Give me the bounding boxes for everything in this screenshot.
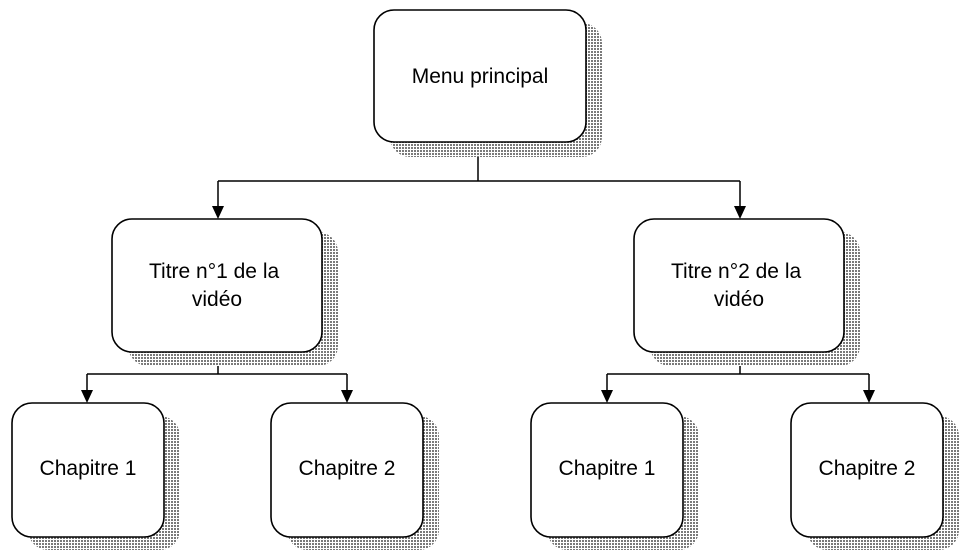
node-title-2-chapter-1-box xyxy=(530,402,684,538)
node-root: Menu principal xyxy=(373,9,602,157)
node-title-2-chapter-2-label: Chapitre 2 xyxy=(819,457,916,480)
node-title-2-box xyxy=(633,218,845,353)
node-title-2-label: Titre n°2 de la vidéo xyxy=(671,260,807,311)
node-title-1-chapter-2: Chapitre 2 xyxy=(270,402,439,550)
arrowhead-left-1 xyxy=(81,390,93,403)
arrowhead-right-1 xyxy=(601,390,613,403)
node-title-2-label-line-2: vidéo xyxy=(714,288,764,311)
node-title-2-chapter-2: Chapitre 2 xyxy=(790,402,959,550)
node-title-2-label-line-1: Titre n°2 de la xyxy=(671,260,802,283)
node-title-1-chapter-1-box xyxy=(11,402,165,538)
node-title-1-label: Titre n°1 de la vidéo xyxy=(149,260,285,311)
node-title-1-chapter-1-label: Chapitre 1 xyxy=(40,457,137,480)
node-title-1-chapter-1: Chapitre 1 xyxy=(11,402,180,550)
node-title-2-chapter-1: Chapitre 1 xyxy=(530,402,699,550)
node-title-1-label-line-2: vidéo xyxy=(192,288,242,311)
node-title-1-label-line-1: Titre n°1 de la xyxy=(149,260,280,283)
node-title-1-chapter-2-box xyxy=(270,402,424,538)
node-title-2-chapter-1-label: Chapitre 1 xyxy=(559,457,656,480)
node-root-box xyxy=(373,9,587,143)
arrowhead-left-2 xyxy=(341,390,353,403)
arrowhead-right-2 xyxy=(863,390,875,403)
node-title-2: Titre n°2 de la vidéo xyxy=(633,218,860,366)
node-title-2-chapter-2-box xyxy=(790,402,944,538)
arrowhead-root-left xyxy=(212,206,224,219)
connectors-root xyxy=(212,142,746,219)
arrowhead-root-right xyxy=(734,206,746,219)
node-title-1-chapter-2-label: Chapitre 2 xyxy=(299,457,396,480)
node-title-1-box xyxy=(111,218,323,353)
node-title-1: Titre n°1 de la vidéo xyxy=(111,218,338,366)
node-root-label: Menu principal xyxy=(412,65,549,88)
